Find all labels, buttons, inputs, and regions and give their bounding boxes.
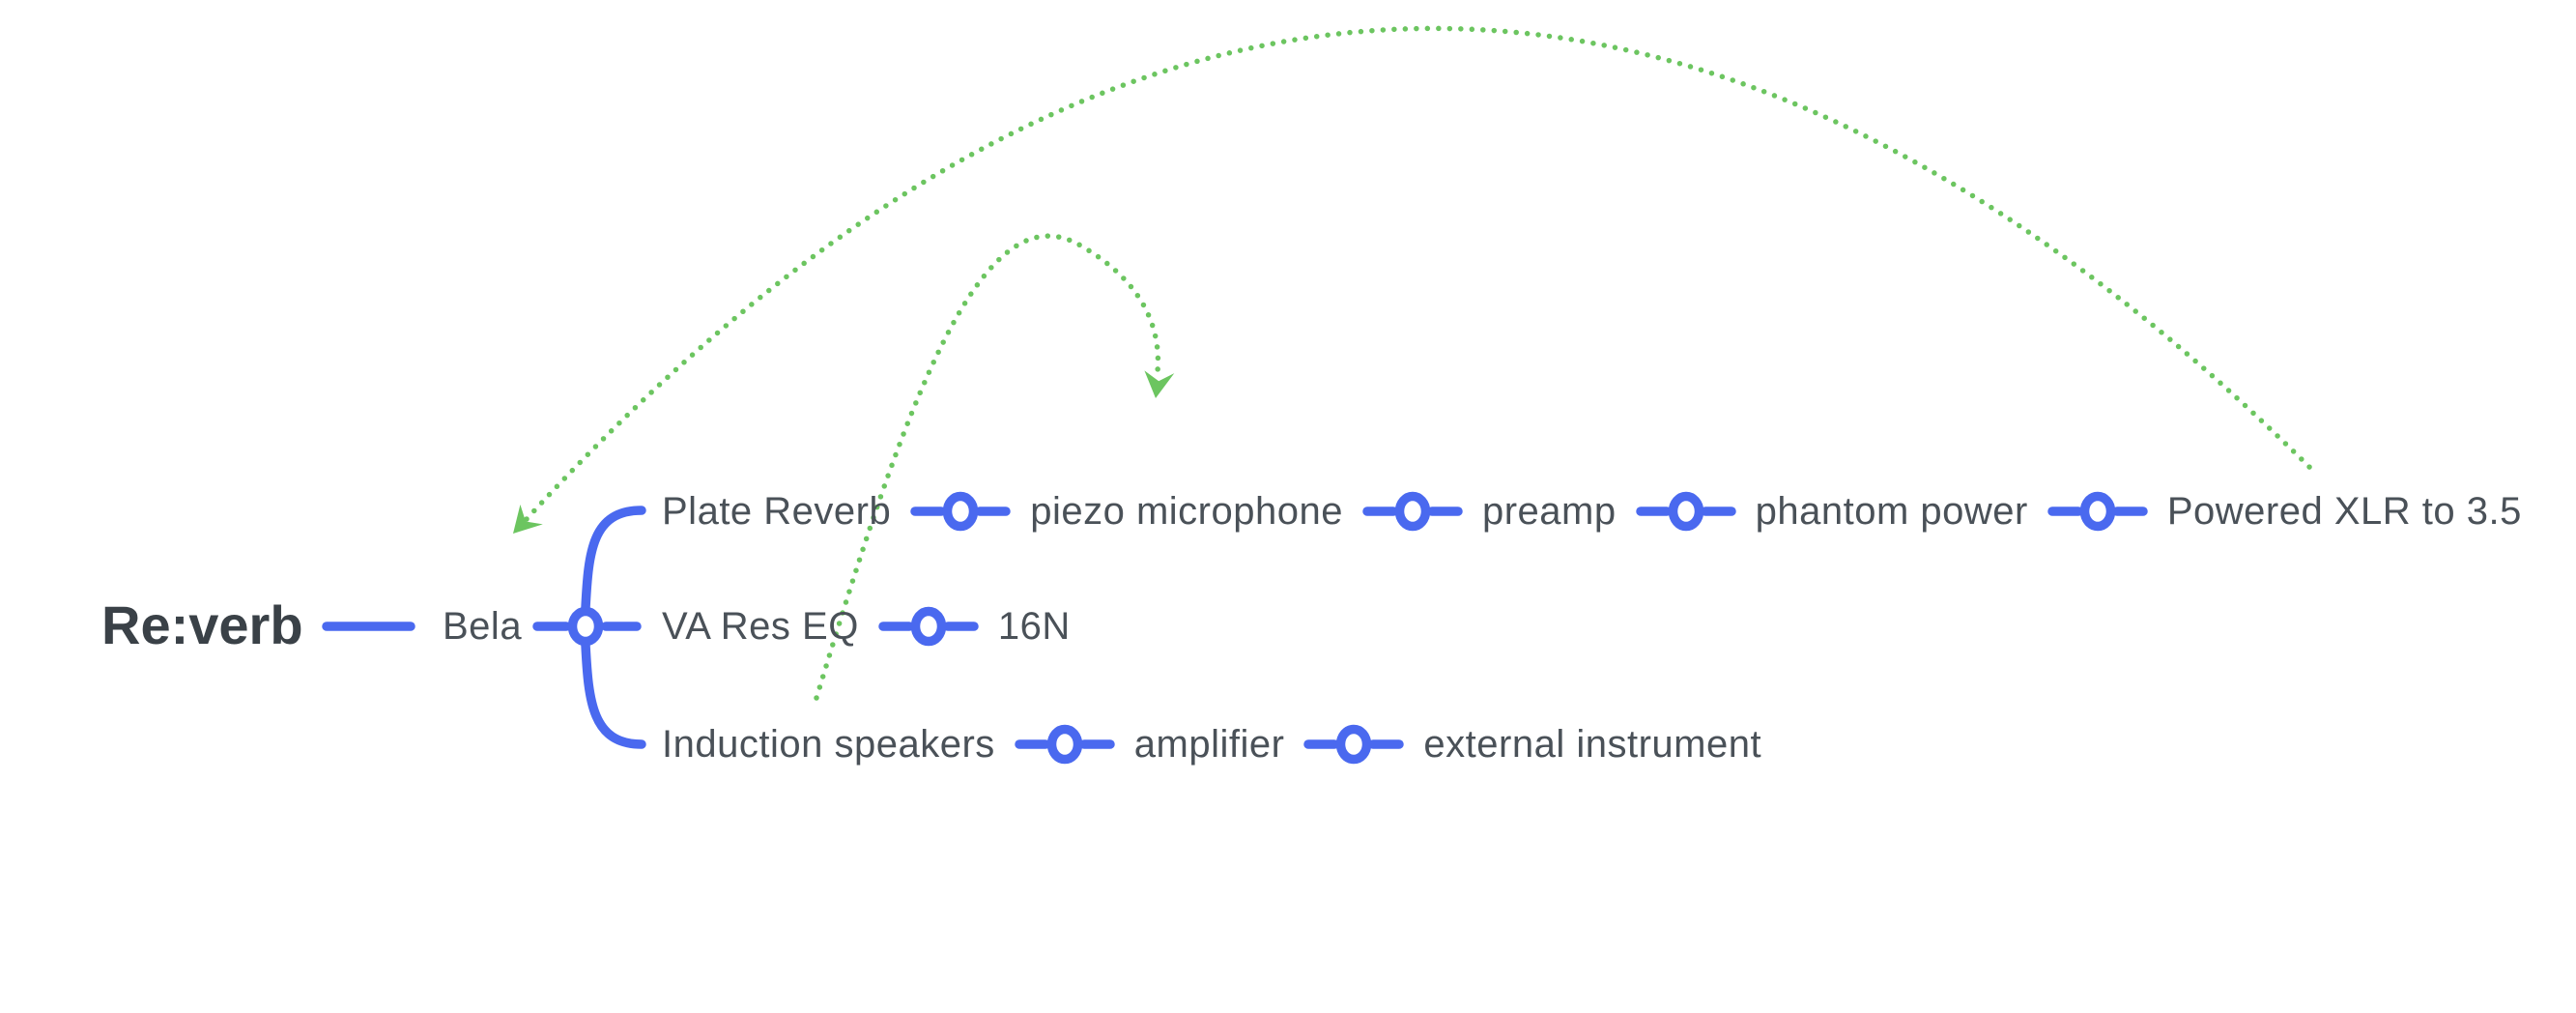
root-node[interactable]: Re:verb [101,594,303,655]
node-label[interactable]: VA Res EQ [662,605,859,648]
node-label[interactable]: 16N [997,605,1071,648]
node-label[interactable]: Plate Reverb [662,490,892,533]
branch-point-icon [910,606,947,647]
cross-link-large-arc[interactable] [524,25,2315,522]
node-label[interactable]: external instrument [1423,723,1762,766]
node-connector [1362,491,1463,532]
cross-link-large-arrowhead-icon [513,505,543,534]
branch-point-icon [2079,491,2116,532]
cross-link-small-arrowhead-icon [1144,370,1175,398]
branch-row-va-res-eq: VA Res EQ 16N [662,599,1071,653]
branch-point-icon [942,491,979,532]
node-bela[interactable]: Bela [443,605,523,648]
node-connector [910,491,1011,532]
branch-point-icon [1668,491,1703,532]
node-label[interactable]: phantom power [1755,490,2028,533]
branch-row-plate-reverb: Plate Reverb piezo microphone preamp phanto… [662,484,2522,538]
branch-point-icon[interactable] [567,606,604,647]
node-connector [1635,491,1736,532]
branch-row-induction-speakers: Induction speakers amplifier external inst… [662,717,1761,771]
branch-point-icon [1046,724,1083,765]
branch-point-icon [1336,724,1372,765]
node-connector [1303,724,1405,765]
node-connector [1015,724,1115,765]
branch-point-icon [1394,491,1431,532]
node-connector [2047,491,2148,532]
branch-curve-up [581,506,646,613]
node-label[interactable]: piezo microphone [1030,490,1343,533]
node-label[interactable]: amplifier [1133,723,1285,766]
node-label[interactable]: Powered XLR to 3.5 [2166,490,2522,533]
node-connector [878,606,979,647]
node-label[interactable]: preamp [1481,490,1617,533]
branch-curve-down [581,640,646,749]
node-label[interactable]: Induction speakers [662,723,995,766]
